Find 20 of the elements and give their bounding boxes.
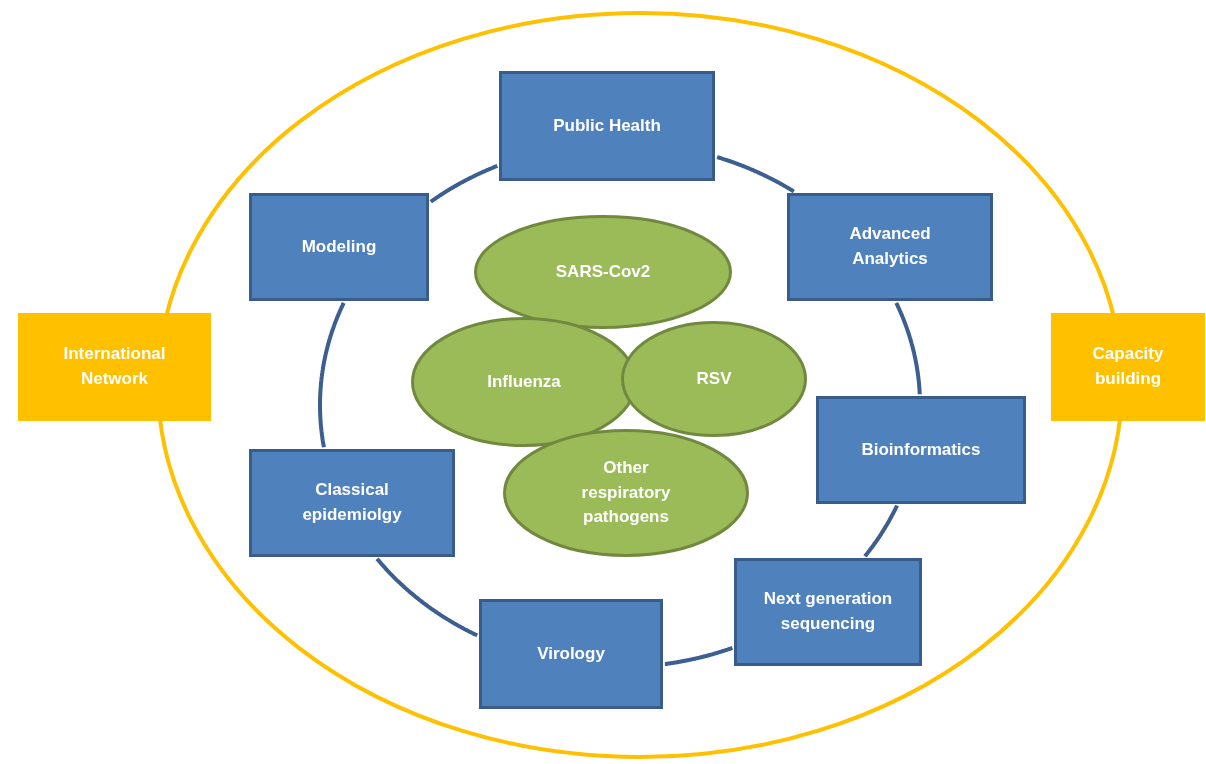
ring-connector xyxy=(894,301,922,396)
box-label: International Network xyxy=(62,343,167,390)
box-label: Advanced Analytics xyxy=(848,223,932,270)
pathogen-label: Influenza xyxy=(486,370,562,393)
box-label: Classical epidemiolgy xyxy=(301,479,403,526)
pathogen-label: RSV xyxy=(695,367,733,390)
box-label: Bioinformatics xyxy=(860,438,982,461)
ring-connector xyxy=(375,557,479,638)
box-label: Virology xyxy=(536,642,606,665)
ring-connector xyxy=(715,155,796,194)
box-label: Capacity building xyxy=(1091,343,1165,390)
box-label: Public Health xyxy=(552,114,662,137)
pathogen-label: SARS-Cov2 xyxy=(554,260,652,283)
box-label: Next generation sequencing xyxy=(762,588,894,635)
ring-connector xyxy=(318,301,346,449)
ring-connector xyxy=(663,646,734,666)
ring-connector xyxy=(863,504,899,558)
pathogen-label: Other respiratory pathogens xyxy=(580,457,672,529)
ring-connector xyxy=(429,164,499,204)
box-label: Modeling xyxy=(300,235,378,258)
